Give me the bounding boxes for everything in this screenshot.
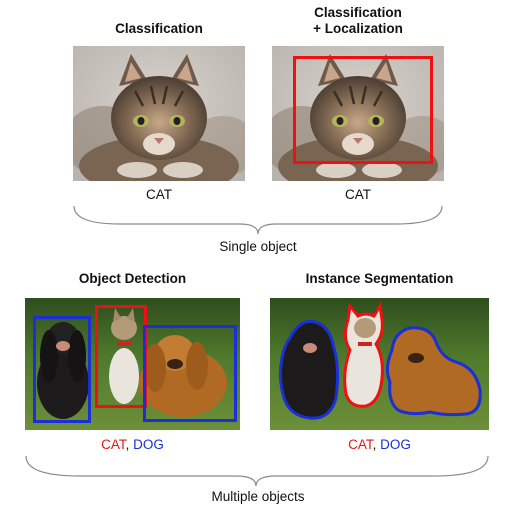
single-object-label: Single object: [219, 239, 297, 254]
dog-mask-golden: [385, 326, 482, 417]
multiple-objects-label: Multiple objects: [211, 489, 305, 504]
dog-box-black: [33, 316, 91, 423]
dog-box-golden: [143, 325, 237, 422]
dog-class-label: DOG: [380, 437, 411, 452]
cat-bounding-box: [293, 56, 433, 164]
instance-segmentation-image: [270, 298, 489, 430]
dog-class-label: DOG: [133, 437, 164, 452]
label-separator: ,: [372, 437, 381, 452]
localization-label: CAT: [345, 187, 371, 202]
title-classification-localization-line1: Classification: [314, 5, 402, 20]
title-classification: Classification: [115, 21, 203, 36]
cat-class-label: CAT: [348, 437, 373, 452]
classification-label: CAT: [146, 187, 172, 202]
localization-cat-image: [272, 46, 444, 181]
single-object-brace: [73, 205, 443, 235]
title-object-detection: Object Detection: [78, 271, 187, 286]
title-classification-localization-line2: + Localization: [313, 21, 403, 36]
dog-mask-black: [278, 319, 340, 420]
multiple-objects-brace: [25, 455, 489, 487]
object-detection-image: [25, 298, 240, 430]
label-separator: ,: [125, 437, 134, 452]
classification-cat-image: [73, 46, 245, 181]
instance-segmentation-label: CAT, DOG: [270, 437, 489, 453]
cat-class-label: CAT: [101, 437, 126, 452]
title-instance-segmentation: Instance Segmentation: [305, 271, 454, 286]
title-classification-localization: Classification + Localization: [272, 5, 444, 37]
cat-box: [95, 305, 147, 408]
object-detection-label: CAT, DOG: [25, 437, 240, 453]
